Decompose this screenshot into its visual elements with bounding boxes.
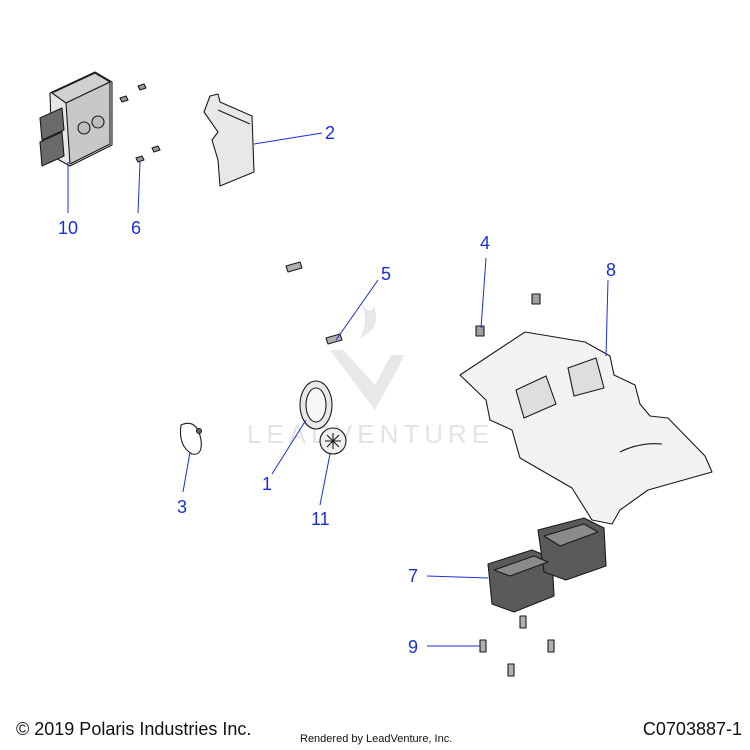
callout-8: 8 bbox=[606, 260, 616, 280]
callout-5: 5 bbox=[381, 264, 391, 284]
bolt-part-5 bbox=[285, 261, 343, 345]
grommet-part-11 bbox=[319, 427, 347, 455]
leadventure-watermark: LEADVENTURE bbox=[247, 300, 494, 449]
ecu-module-part bbox=[39, 71, 113, 167]
callout-numbers: 1 2 3 4 5 6 7 8 9 10 11 bbox=[58, 123, 616, 657]
rendered-by-text: Rendered by LeadVenture, Inc. bbox=[300, 733, 453, 745]
callout-1: 1 bbox=[262, 474, 272, 494]
cap-part-1 bbox=[299, 380, 333, 430]
skid-plate-part-8 bbox=[459, 331, 713, 525]
ring-part-3 bbox=[179, 422, 203, 455]
copyright-text: © 2019 Polaris Industries Inc. bbox=[16, 719, 252, 739]
leader-lines bbox=[67, 132, 609, 647]
screw-part-9 bbox=[479, 615, 555, 677]
watermark-text: LEADVENTURE bbox=[247, 419, 494, 449]
callout-3: 3 bbox=[177, 497, 187, 517]
connector-part-7 bbox=[487, 517, 607, 613]
callout-4: 4 bbox=[480, 233, 490, 253]
bolt-part-4 bbox=[475, 293, 541, 337]
callout-2: 2 bbox=[325, 123, 335, 143]
screw-part-6 bbox=[119, 83, 161, 163]
callout-6: 6 bbox=[131, 218, 141, 238]
callout-9: 9 bbox=[408, 637, 418, 657]
callout-10: 10 bbox=[58, 218, 78, 238]
callout-11: 11 bbox=[311, 509, 330, 529]
part-code-text: C0703887-1 bbox=[642, 719, 742, 739]
callout-7: 7 bbox=[408, 566, 418, 586]
bracket-part-2 bbox=[203, 93, 255, 187]
